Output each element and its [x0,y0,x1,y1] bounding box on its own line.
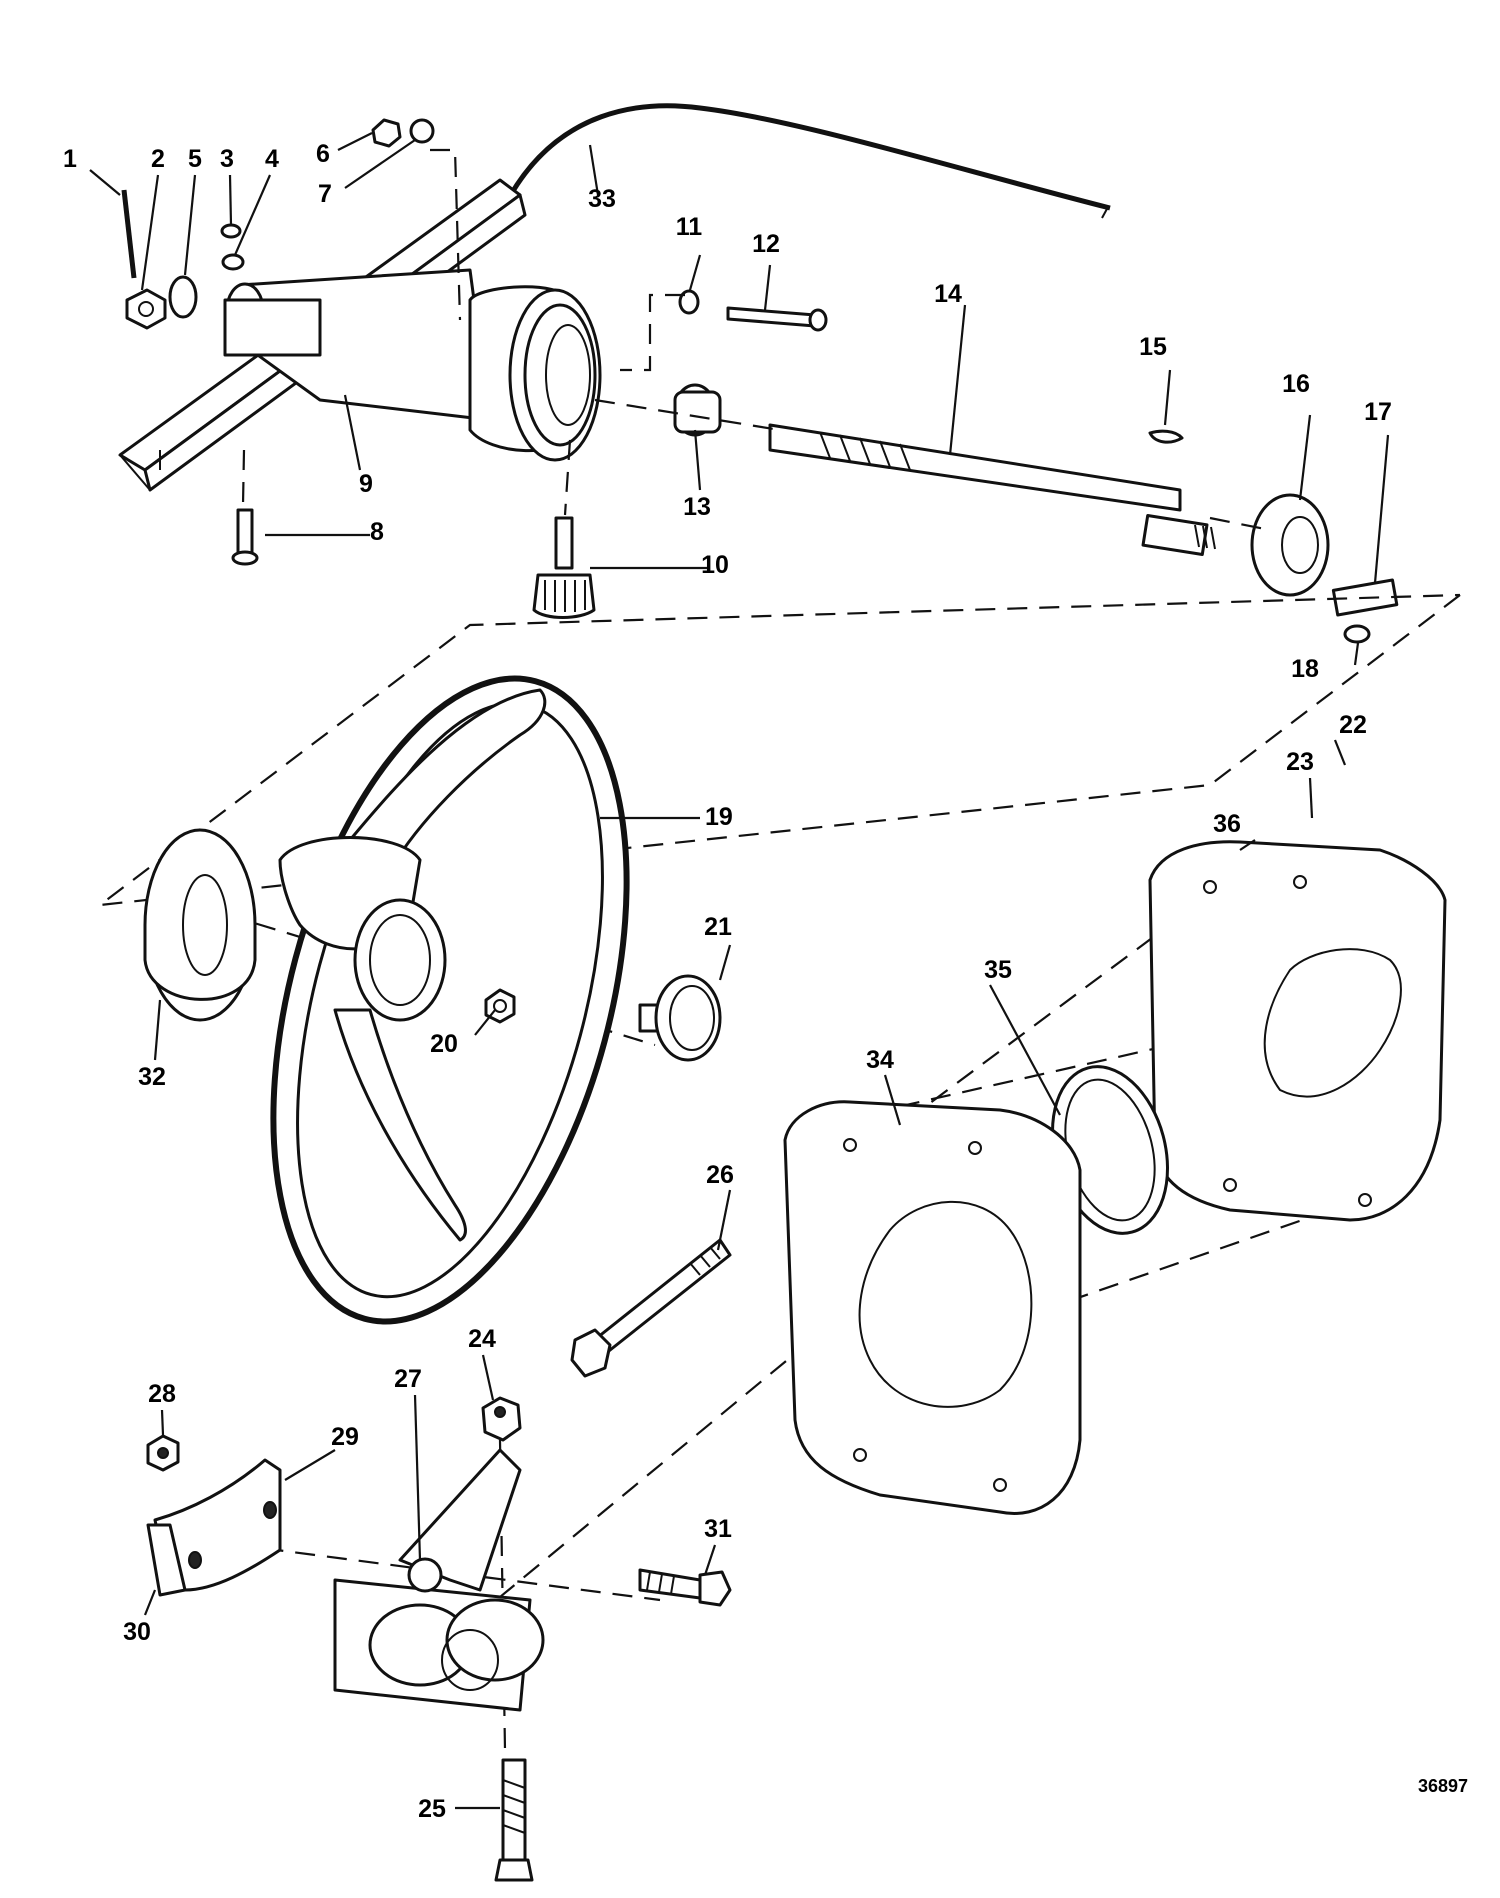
label-23: 23 [1286,748,1314,776]
label-2: 2 [151,145,165,173]
pad-29-30 [146,1458,282,1597]
label-36: 36 [1213,810,1241,838]
label-30: 30 [123,1618,151,1646]
label-22: 22 [1339,711,1367,739]
screw-31 [638,1568,732,1607]
screw-8 [231,508,259,566]
label-18: 18 [1291,655,1319,683]
helm-housing [223,268,602,462]
flange-34 [783,1100,1082,1515]
cap-21 [638,974,722,1062]
leader-lines [89,132,1390,1810]
label-17: 17 [1364,398,1392,426]
label-7: 7 [318,180,332,208]
figure-number: 36897 [1418,1776,1468,1796]
label-34: 34 [866,1046,894,1074]
nut-28 [146,1434,180,1472]
steering-shaft [768,423,1216,557]
steering-cable [507,103,1111,219]
label-6: 6 [316,140,330,168]
nut-24 [481,1396,522,1442]
coupling-13 [673,383,722,437]
knob-10 [532,516,596,619]
label-26: 26 [706,1161,734,1189]
label-15: 15 [1139,333,1167,361]
label-28: 28 [148,1380,176,1408]
label-11: 11 [676,213,703,241]
bolt-25 [494,1758,534,1882]
hub-16 [1250,493,1330,597]
label-29: 29 [331,1423,359,1451]
label-1: 1 [63,145,77,173]
label-14: 14 [934,280,962,308]
label-35: 35 [984,956,1012,984]
label-20: 20 [430,1030,458,1058]
spacer-32 [143,828,257,1022]
label-16: 16 [1282,370,1310,398]
label-21: 21 [704,913,732,941]
small-hardware [121,118,1371,644]
label-33: 33 [588,185,616,213]
label-13: 13 [683,493,711,521]
label-19: 19 [705,803,733,831]
label-5: 5 [188,145,202,173]
label-27: 27 [394,1365,422,1393]
label-32: 32 [138,1063,166,1091]
label-4: 4 [265,145,279,173]
label-24: 24 [468,1325,496,1353]
label-9: 9 [359,470,373,498]
label-10: 10 [701,551,729,579]
part-callouts: 1 2 5 3 4 6 7 9 33 11 12 14 15 16 17 8 1… [63,140,1468,1823]
label-25: 25 [418,1795,446,1823]
label-12: 12 [752,230,780,258]
flange-36 [1148,840,1447,1222]
label-3: 3 [220,145,234,173]
label-8: 8 [370,518,384,546]
label-31: 31 [704,1515,732,1543]
bolt-26 [570,1238,732,1378]
steering-wheel [270,675,630,1325]
bracket-27 [333,1448,545,1712]
